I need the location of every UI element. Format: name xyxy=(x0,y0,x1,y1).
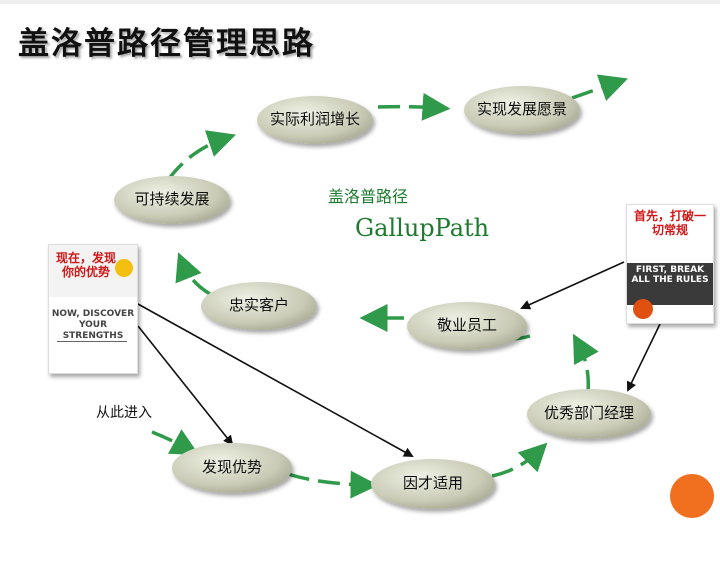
orange-circle-icon xyxy=(670,474,714,518)
arrow-book-to-engaged xyxy=(520,261,625,310)
path-sustain-to-profit xyxy=(166,130,236,182)
book-right-header xyxy=(631,209,709,263)
book-left-rule xyxy=(57,341,127,342)
book-left-sticker-icon xyxy=(115,259,133,277)
arrow-book-to-manager xyxy=(626,323,661,392)
node-profit: 实际利润增长 xyxy=(257,96,373,144)
node-loyal-label: 忠实客户 xyxy=(229,296,289,314)
node-vision: 实现发展愿景 xyxy=(464,86,580,134)
book-right-title: 首先，打破一切常规 xyxy=(633,209,706,237)
node-strength-label: 发现优势 xyxy=(202,458,262,476)
page-title: 盖洛普路径管理思路 xyxy=(18,26,315,62)
book-right-band xyxy=(627,263,713,305)
path-loyal-to-sustain xyxy=(175,252,211,296)
book-right-badge-icon xyxy=(633,299,653,319)
node-manager-label: 优秀部门经理 xyxy=(544,404,634,422)
node-engaged-label: 敬业员工 xyxy=(437,316,497,334)
entry-label: 从此进入 xyxy=(96,405,152,421)
node-profit-label: 实际利润增长 xyxy=(270,110,360,128)
path-profit-to-vision xyxy=(377,92,451,121)
node-loyal: 忠实客户 xyxy=(201,282,317,330)
book-arrows xyxy=(137,261,661,457)
book-left-subtitle-en: NOW, DISCOVER YOUR STRENGTHS xyxy=(51,309,135,341)
node-manager: 优秀部门经理 xyxy=(527,389,651,439)
path-fit-to-manager xyxy=(491,442,548,478)
gallup-label-en: GallupPath xyxy=(355,214,489,242)
node-engaged: 敬业员工 xyxy=(407,302,527,350)
node-fit: 因才适用 xyxy=(371,459,495,509)
path-vision-to-out xyxy=(571,74,628,101)
path-manager-to-engaged xyxy=(572,333,599,393)
book-left-title: 现在，发现你的优势 xyxy=(55,251,116,279)
node-sustain: 可持续发展 xyxy=(114,176,230,224)
node-fit-label: 因才适用 xyxy=(403,474,463,492)
gallup-label-cn: 盖洛普路径 xyxy=(328,187,408,206)
node-sustain-label: 可持续发展 xyxy=(134,190,209,208)
path-strength-to-fit xyxy=(287,470,379,499)
book-right-subtitle-en: FIRST, BREAK ALL THE RULES xyxy=(631,265,709,285)
path-segments xyxy=(151,74,628,499)
book-cover-first-break-rules: 首先，打破一切常规 FIRST, BREAK ALL THE RULES xyxy=(626,204,714,324)
book-cover-now-discover: 现在，发现你的优势 NOW, DISCOVER YOUR STRENGTHS xyxy=(48,244,138,374)
node-vision-label: 实现发展愿景 xyxy=(477,100,567,118)
arrow-book-to-strength xyxy=(137,325,234,446)
node-strength: 发现优势 xyxy=(172,443,292,493)
path-entry-to-strength xyxy=(151,429,200,456)
arrow-book-to-fit xyxy=(137,303,414,457)
top-rule xyxy=(0,0,720,4)
path-engaged-to-loyal xyxy=(469,326,531,341)
